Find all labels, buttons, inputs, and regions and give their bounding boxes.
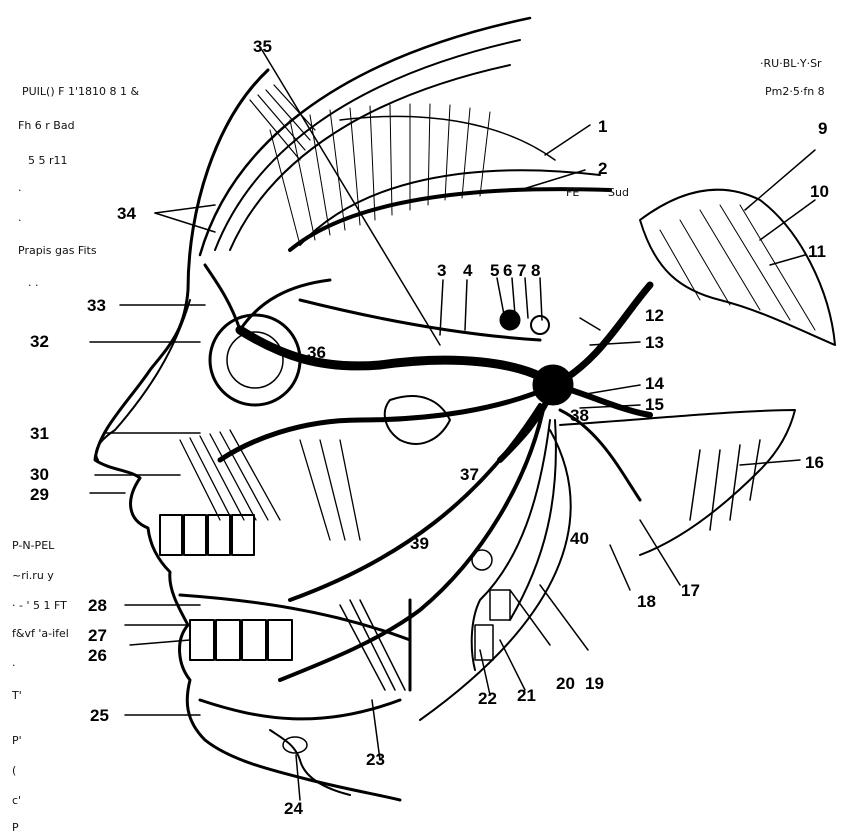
left-note-5: · [18, 215, 22, 227]
label-23: 23 [366, 751, 385, 768]
label-9: 9 [818, 120, 827, 137]
label-29: 29 [30, 486, 49, 503]
left-note-12: · [12, 660, 16, 672]
left-note-8: P-N-PEL [12, 540, 54, 552]
label-15: 15 [645, 396, 664, 413]
label-12: 12 [645, 307, 664, 324]
label-27: 27 [88, 627, 107, 644]
label-19: 19 [585, 675, 604, 692]
label-36: 36 [307, 344, 326, 361]
label-14: 14 [645, 375, 664, 392]
right-note-2: Pm2·5·fn 8 [765, 86, 825, 98]
label-37: 37 [460, 466, 479, 483]
label-39: 39 [410, 535, 429, 552]
label-17: 17 [681, 582, 700, 599]
left-note-1: PUIL() F 1'1810 8 1 & [22, 86, 139, 98]
label-18: 18 [637, 593, 656, 610]
label-20: 20 [556, 675, 575, 692]
left-note-6: Prapis gas Fits [18, 245, 97, 257]
label-35: 35 [253, 38, 272, 55]
small-note-1: FE [566, 187, 579, 199]
label-16: 16 [805, 454, 824, 471]
right-note-1: ·RU·BL·Y·Sr [760, 58, 822, 70]
label-21: 21 [517, 687, 536, 704]
label-10: 10 [810, 183, 829, 200]
label-26: 26 [88, 647, 107, 664]
left-note-14: P' [12, 735, 22, 747]
label-4: 4 [463, 262, 472, 279]
label-40: 40 [570, 530, 589, 547]
left-note-4: · [18, 185, 22, 197]
left-note-17: P [12, 822, 19, 834]
left-note-15: ( [12, 765, 16, 777]
left-note-7: · · [28, 280, 39, 292]
label-6: 6 [503, 262, 512, 279]
label-30: 30 [30, 466, 49, 483]
left-note-2: Fh 6 r Bad [18, 120, 75, 132]
label-13: 13 [645, 334, 664, 351]
label-1: 1 [598, 118, 607, 135]
label-28: 28 [88, 597, 107, 614]
label-31: 31 [30, 425, 49, 442]
left-note-9: ~ri.ru y [12, 570, 54, 582]
label-3: 3 [437, 262, 446, 279]
label-38: 38 [570, 407, 589, 424]
left-note-10: · - ' 5 1 FT [12, 600, 67, 612]
left-note-11: f&vf 'a-ifel [12, 628, 69, 640]
left-note-3: 5 5 r11 [28, 155, 68, 167]
face-profile [95, 70, 400, 800]
label-33: 33 [87, 297, 106, 314]
label-7: 7 [517, 262, 526, 279]
label-11: 11 [808, 243, 826, 260]
label-25: 25 [90, 707, 109, 724]
label-5: 5 [490, 262, 499, 279]
label-24: 24 [284, 800, 303, 817]
left-note-13: T' [12, 690, 22, 702]
left-note-16: c' [12, 795, 21, 807]
label-2: 2 [598, 160, 607, 177]
label-8: 8 [531, 262, 540, 279]
label-32: 32 [30, 333, 49, 350]
label-34: 34 [117, 205, 136, 222]
label-22: 22 [478, 690, 497, 707]
small-note-2: Sud [608, 187, 629, 199]
